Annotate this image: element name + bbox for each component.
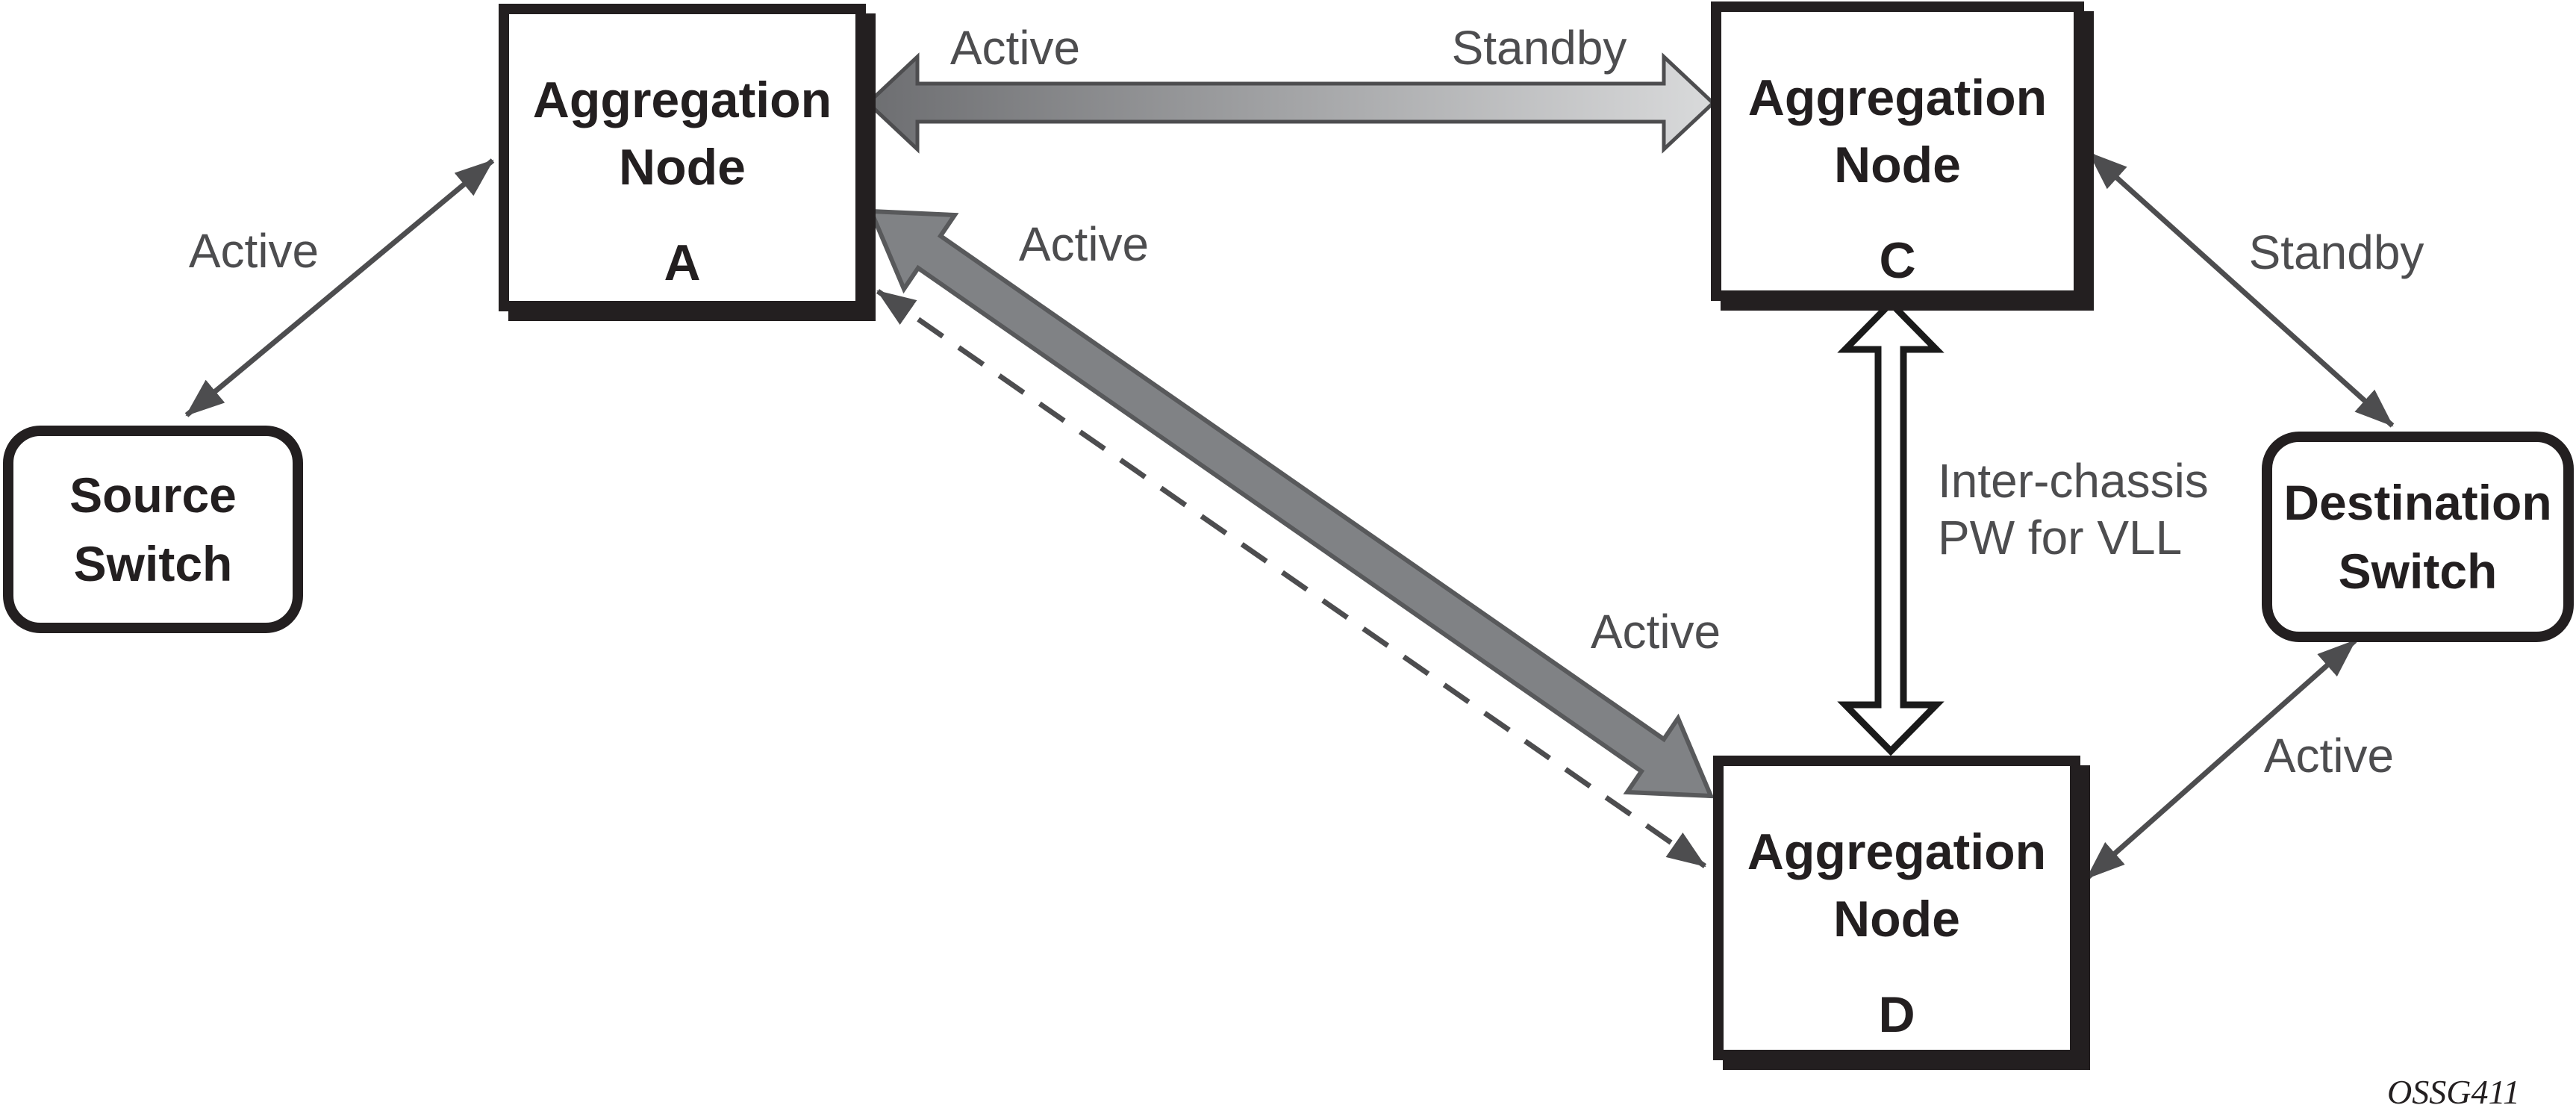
source-switch-line2: Switch (73, 536, 233, 591)
node-c-title-line1: Aggregation (1747, 69, 2048, 126)
link-node-a-to-node-d-dashed-backup-arrow (876, 289, 1706, 868)
label-inter-chassis-line1: Inter-chassis (1938, 454, 2209, 508)
node-c-title-line2: Node (1834, 137, 1961, 193)
link-source-to-node-a-active-arrow (184, 158, 495, 417)
node-a-title-line2: Node (619, 139, 746, 196)
label-d-to-destination-active: Active (2263, 729, 2395, 782)
label-inter-chassis-pw: Inter-chassis PW for VLL (1938, 452, 2209, 566)
link-node-c-to-destination-standby-arrow (2087, 151, 2395, 428)
figure-code: OSSG411 (2387, 1073, 2521, 1111)
link-node-a-to-node-d-active-thick-arrow (867, 208, 1715, 799)
link-node-d-to-destination-active-arrow (2085, 638, 2357, 880)
node-d-title-line2: Node (1833, 891, 1960, 947)
node-d-title-line1: Aggregation (1747, 824, 2047, 880)
node-c-title: Aggregation Node (1721, 12, 2074, 199)
node-c-box: Aggregation Node C (1711, 1, 2084, 301)
destination-switch-line1: Destination (2283, 475, 2552, 530)
node-d-title: Aggregation Node (1724, 766, 2070, 953)
label-inter-chassis-line2: PW for VLL (1938, 511, 2183, 564)
label-source-to-a-active: Active (188, 224, 319, 278)
node-a-title-line1: Aggregation (532, 72, 832, 128)
label-c-to-destination-standby: Standby (2248, 225, 2424, 279)
label-a-to-d-active-upper: Active (1018, 217, 1150, 271)
node-c-letter: C (1879, 232, 1916, 289)
node-d-box: Aggregation Node D (1713, 756, 2080, 1060)
label-a-to-d-active-lower: Active (1590, 605, 1721, 659)
node-d-letter: D (1878, 986, 1915, 1043)
label-a-to-c-active: Active (949, 21, 1081, 75)
node-a-letter: A (664, 234, 701, 291)
link-node-c-to-node-d-interchassis-white-arrow (1837, 298, 1945, 756)
destination-switch-box: Destination Switch (2262, 432, 2574, 642)
node-a-title: Aggregation Node (509, 14, 855, 201)
source-switch-line1: Source (69, 467, 237, 523)
node-a-box: Aggregation Node A (499, 4, 866, 311)
source-switch-box: Source Switch (3, 426, 303, 633)
label-a-to-c-standby: Standby (1451, 21, 1627, 75)
destination-switch-line2: Switch (2338, 544, 2498, 599)
